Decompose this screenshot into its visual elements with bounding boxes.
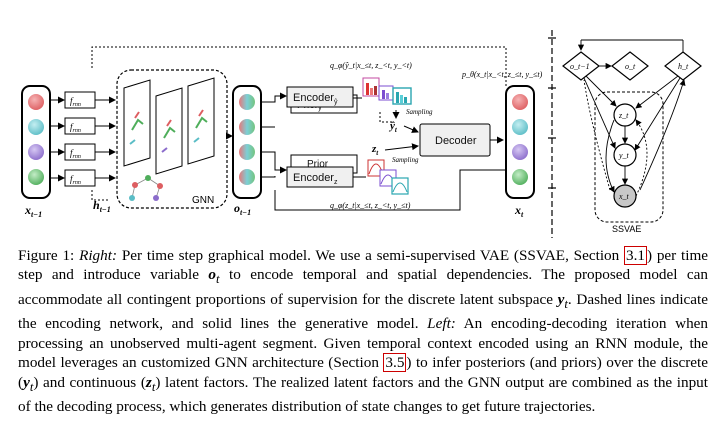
left-label: Left: <box>427 315 456 333</box>
graph-o-prev: o_t−1 <box>570 62 590 71</box>
section-ref-3-1[interactable]: 3.1 <box>624 246 647 265</box>
svg-text:Prior: Prior <box>307 159 329 170</box>
graph-h-t: h_t <box>678 62 689 71</box>
o-prev-column <box>232 85 262 199</box>
graph-z-t: z_t <box>618 111 629 120</box>
encoder-y-group: Priory Encoderŷ <box>286 86 358 114</box>
svg-text:frnn: frnn <box>70 148 81 160</box>
figure-caption: Figure 1: Right: Per time step graphical… <box>18 246 709 415</box>
section-ref-3-5[interactable]: 3.5 <box>383 353 407 373</box>
rnn-cells: frnn frnn frnn frnn <box>64 91 96 187</box>
p-theta-label: p_θ(x_t|x_<t, z_≤t, y_≤t) <box>461 70 543 79</box>
h-prev-label: ht−1 <box>93 198 111 214</box>
svg-text:frnn: frnn <box>70 174 81 186</box>
graph-x-t: x_t <box>618 192 630 201</box>
q-y-label: q_φ(ŷ_t|x_≤t, z_<t, y_<t) <box>330 61 412 70</box>
frnn-box: frnn <box>64 143 96 161</box>
frnn-box: frnn <box>64 169 96 187</box>
ssvae-label: SSVAE <box>612 224 641 234</box>
gnn-block: GNN <box>116 69 228 209</box>
frnn-box: frnn <box>64 117 96 135</box>
decoder-box: Decoder <box>419 123 491 157</box>
z-t-label: zt <box>371 143 379 157</box>
x-t-label: xt <box>514 203 524 219</box>
y-hat-label: ŷt <box>388 120 398 134</box>
figure-number: Figure 1: <box>18 247 75 264</box>
graph-y-t: y_t <box>618 151 630 160</box>
svg-text:GNN: GNN <box>192 195 214 206</box>
svg-text:frnn: frnn <box>70 96 81 108</box>
q-z-label: q_φ(z_t|x_≤t, z_<t, y_≤t) <box>330 201 411 210</box>
frnn-box: frnn <box>64 91 96 109</box>
model-figure: xt−1 frnn frnn frnn frnn ht−1 <box>21 30 702 238</box>
gaussian-distribution-plot <box>367 159 409 195</box>
svg-text:frnn: frnn <box>70 122 81 134</box>
svg-text:Encoderŷ: Encoderŷ <box>293 92 338 106</box>
encoder-z-group: Prior Encoderz <box>286 154 358 188</box>
svg-text:Encoderz: Encoderz <box>293 172 338 186</box>
x-prev-label: xt−1 <box>24 203 42 219</box>
graph-o-t: o_t <box>625 62 636 71</box>
right-label: Right: <box>79 247 118 264</box>
sampling-label-1: Sampling <box>406 108 433 116</box>
categorical-distribution-plot <box>362 77 412 105</box>
sampling-label-2: Sampling <box>392 156 419 164</box>
top-context-line <box>91 46 507 88</box>
output-agents-column <box>505 85 535 199</box>
input-agents-column <box>21 85 51 199</box>
o-prev-label: ot−1 <box>234 201 251 217</box>
graphical-model: SSVAE o_t−1 o_t h_t z_t y_t x_t <box>562 39 702 234</box>
svg-text:Decoder: Decoder <box>435 135 477 147</box>
